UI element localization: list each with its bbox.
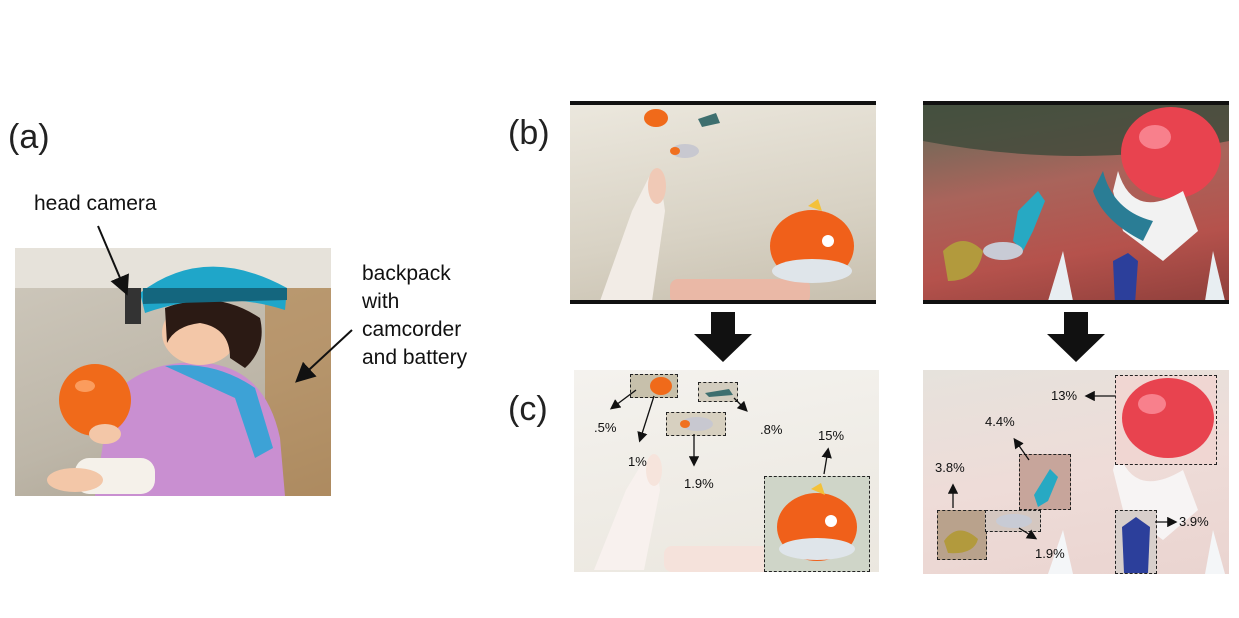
frame-b-left-illustration <box>600 109 854 304</box>
object-box-figure <box>666 412 726 436</box>
frame-c-left-arrows <box>609 389 832 475</box>
object-box-red-ball <box>1115 375 1217 465</box>
pct-figure: 1.9% <box>684 476 714 491</box>
pct-teal-toy: 4.4% <box>985 414 1015 429</box>
object-box-teal-toy <box>1019 454 1071 510</box>
frame-c-right-arrows <box>947 390 1178 540</box>
label-a: (a) <box>8 118 50 156</box>
head-camera-annotation: head camera <box>34 192 157 215</box>
frame-b-left-top-border <box>570 101 876 105</box>
child-photo <box>15 248 331 496</box>
object-box-small-figure <box>985 510 1041 532</box>
frame-b-right <box>923 101 1229 304</box>
down-arrow-left <box>694 312 752 362</box>
frame-c-left-faded-scene <box>594 454 774 572</box>
frame-c-right: 13% 4.4% 3.8% 1.9% 3.9% <box>923 370 1229 574</box>
frame-b-left-bottom-border <box>570 300 876 304</box>
backpack-line-4: and battery <box>362 346 468 369</box>
backpack-line-3: camcorder <box>362 318 462 341</box>
pct-blue-toy: 3.9% <box>1179 514 1209 529</box>
object-box-dog <box>937 510 987 560</box>
object-box-toy <box>764 476 870 572</box>
pct-ball: .5% <box>594 420 617 435</box>
pct-dog: 3.8% <box>935 460 965 475</box>
backpack-line-2: with <box>362 290 400 313</box>
backpack-annotation: backpack with camcorder and battery <box>362 260 467 372</box>
frame-c-left: .5% 1% 1.9% .8% 15% <box>574 370 879 572</box>
pct-figure-small: 1% <box>628 454 647 469</box>
pct-small-figure: 1.9% <box>1035 546 1065 561</box>
frame-b-right-top-border <box>923 101 1229 105</box>
pct-red-ball: 13% <box>1051 388 1078 403</box>
pct-car: .8% <box>760 422 783 437</box>
child-photo-illustration <box>15 248 331 496</box>
object-box-blue-toy <box>1115 510 1157 574</box>
label-c: (c) <box>508 390 548 428</box>
pct-toy: 15% <box>818 428 845 443</box>
frame-b-left <box>570 101 876 304</box>
object-box-car <box>698 382 738 402</box>
down-arrow-right <box>1047 312 1105 362</box>
backpack-line-1: backpack <box>362 262 451 285</box>
frame-b-right-illustration <box>923 101 1229 304</box>
label-b: (b) <box>508 114 550 152</box>
frame-b-right-bottom-border <box>923 300 1229 304</box>
